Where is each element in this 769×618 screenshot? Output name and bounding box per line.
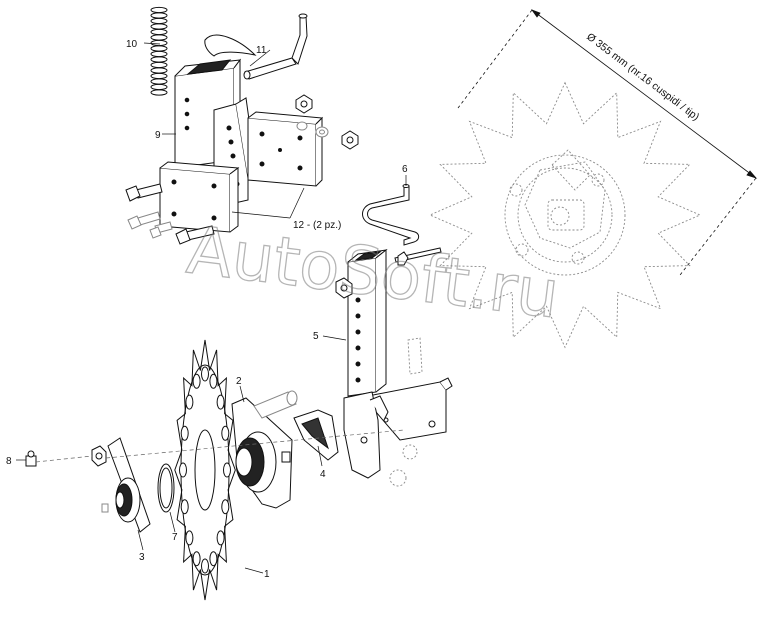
scraper-part (293, 409, 339, 461)
star-wheel-outline (428, 81, 702, 349)
label-3: 3 (139, 552, 145, 563)
bracket-assembly (174, 58, 257, 206)
flange-part (91, 437, 151, 533)
clamp-plates (159, 111, 324, 233)
label-8: 8 (6, 456, 12, 467)
label-7: 7 (172, 532, 178, 543)
label-2: 2 (236, 376, 242, 387)
label-5: 5 (313, 331, 319, 342)
diameter-dimension (457, 9, 758, 276)
label-4: 4 (320, 469, 326, 480)
bolts-and-nuts (125, 94, 359, 245)
column-ghost-parts (389, 337, 423, 487)
label-6: 6 (402, 164, 408, 175)
column-part (335, 248, 453, 479)
leader-lines (16, 42, 407, 574)
ring-part (157, 463, 175, 513)
label-10: 10 (126, 39, 138, 50)
grease-nipple (25, 450, 37, 467)
bearing-hub (231, 390, 298, 509)
pin-part (204, 13, 308, 80)
label-11: 11 (256, 45, 267, 56)
star-wheel-hub (509, 149, 606, 265)
part-labels: 10 11 9 12 - (2 pz.) 6 5 2 4 8 7 3 1 (6, 39, 408, 580)
spring-part (150, 6, 168, 96)
diameter-label: Ø 355 mm (nr.16 cuspidi / tip) (584, 31, 701, 123)
label-9: 9 (155, 130, 161, 141)
star-disc (174, 339, 236, 601)
label-1: 1 (264, 569, 270, 580)
crank-handle (362, 184, 442, 266)
label-12: 12 - (2 pz.) (293, 220, 341, 231)
